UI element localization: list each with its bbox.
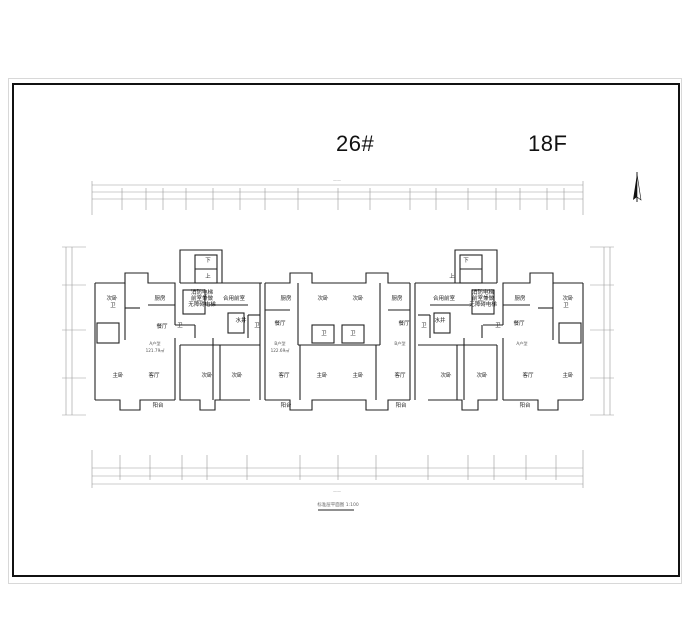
room-label: 次卧 — [201, 371, 213, 379]
room-label: 阳台 — [395, 401, 407, 409]
room-label: 水井 — [434, 316, 446, 324]
bottom-dimension-lines — [91, 450, 584, 488]
room-label: 卫 — [495, 322, 501, 329]
room-label: 次卧 — [476, 371, 488, 379]
room-label: 合用前室 — [433, 294, 456, 302]
wall-lines — [94, 249, 584, 411]
room-label: 客厅 — [522, 371, 534, 379]
room-label: 厨房 — [280, 294, 292, 302]
room-label: 消防电梯 — [191, 288, 214, 296]
room-label: 厨房 — [514, 294, 526, 302]
room-label: 卫 — [421, 322, 427, 329]
room-label: 次卧 — [562, 294, 574, 302]
room-label: 卫 — [350, 330, 356, 337]
top-overall-dimension: —— — [333, 178, 341, 183]
floor-count-title: 18F — [528, 131, 568, 156]
sheet-inner-border — [12, 83, 680, 577]
room-label: 下 — [463, 257, 469, 264]
room-label: 无障碍电梯 — [188, 300, 216, 308]
room-label: 消防电梯 — [472, 288, 495, 296]
room-label: 水井 — [235, 316, 247, 324]
room-label: 次卧 — [352, 294, 364, 302]
room-label: 厨房 — [391, 294, 403, 302]
room-label: 卫 — [177, 322, 183, 329]
sheet-outer-border — [8, 78, 682, 584]
room-label: 餐厅 — [513, 319, 525, 327]
room-label: 前室兼做 — [472, 294, 495, 302]
north-arrow-icon — [633, 172, 642, 202]
unit-type-label: A户型 — [149, 340, 160, 347]
room-label: 主卧 — [352, 371, 364, 379]
room-label: 主卧 — [112, 371, 124, 379]
room-label: 无障碍电梯 — [469, 300, 497, 308]
room-label: 阳台 — [519, 401, 531, 409]
unit-area-label: 121.79㎡ — [146, 347, 166, 353]
room-label: 主卧 — [562, 371, 574, 379]
side-dimension-lines — [62, 246, 614, 416]
building-number-title: 26# — [336, 131, 375, 156]
room-label: 下 — [205, 257, 211, 264]
room-label: 卫 — [321, 330, 327, 337]
unit-type-label: B户型 — [274, 340, 285, 347]
room-label: 卫 — [254, 322, 260, 329]
unit-type-label: B户型 — [394, 340, 405, 347]
room-label: 客厅 — [394, 371, 406, 379]
room-label: 主卧 — [316, 371, 328, 379]
room-label: 次卧 — [317, 294, 329, 302]
room-label: 阳台 — [280, 401, 292, 409]
room-label: 餐厅 — [274, 319, 286, 327]
room-label: 次卧 — [440, 371, 452, 379]
room-label: 次卧 — [231, 371, 243, 379]
room-label: 客厅 — [148, 371, 160, 379]
room-label: 卫 — [110, 302, 116, 309]
unit-area-label: 122.69㎡ — [271, 347, 291, 353]
plan-caption: 标准层平面图 1:100 — [317, 501, 359, 508]
unit-type-label: A户型 — [516, 340, 527, 347]
room-label: 上 — [205, 272, 211, 280]
room-label: 餐厅 — [398, 319, 410, 327]
room-label: 合用前室 — [223, 294, 246, 302]
room-label: 卫 — [563, 302, 569, 309]
room-label: 客厅 — [278, 371, 290, 379]
room-label: 厨房 — [154, 294, 166, 302]
room-label: 餐厅 — [156, 322, 168, 330]
top-dimension-lines — [91, 181, 584, 215]
room-label: 次卧 — [106, 294, 118, 302]
room-label: 阳台 — [152, 401, 164, 409]
room-label: 上 — [449, 272, 455, 280]
room-label: 前室兼做 — [191, 294, 214, 302]
bottom-overall-dimension: —— — [333, 489, 341, 494]
